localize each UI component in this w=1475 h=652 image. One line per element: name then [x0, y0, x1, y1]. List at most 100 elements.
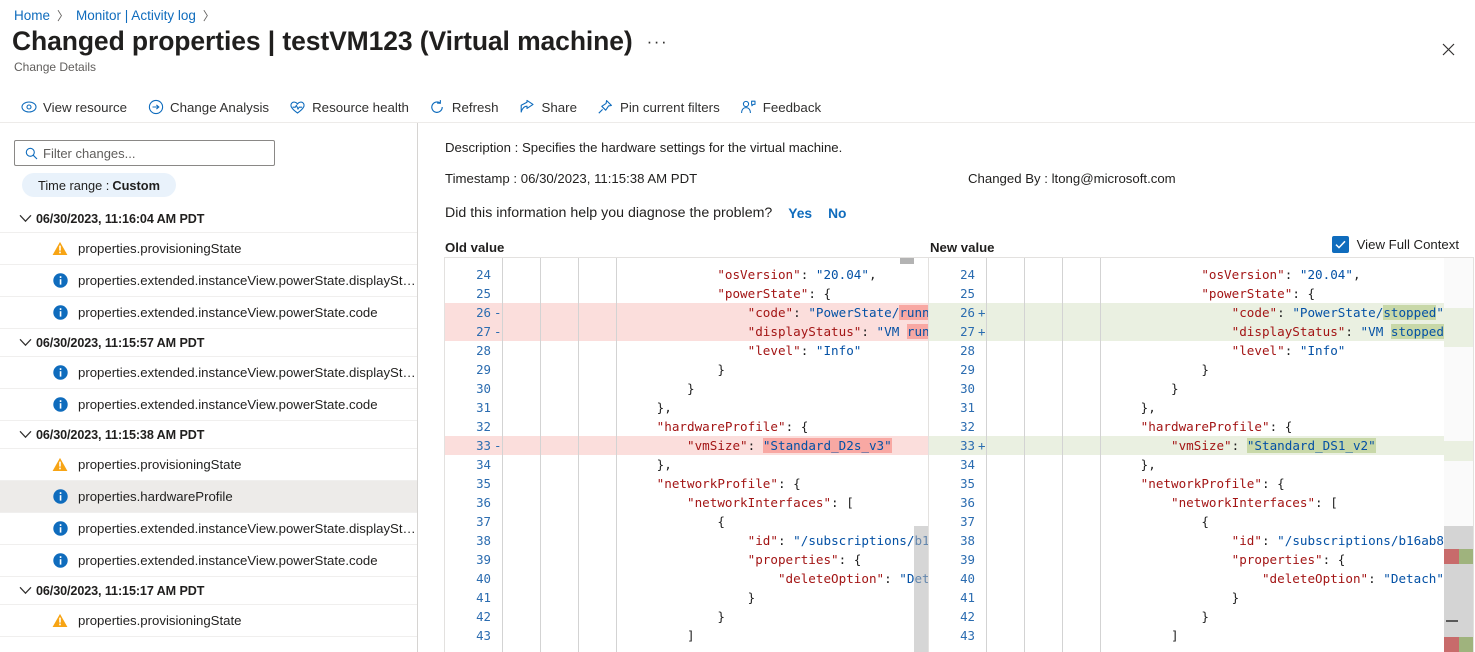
diff-line: 28 "level": "Info" — [929, 341, 1473, 360]
resource-health-icon — [289, 99, 306, 116]
time-range-filter-pill[interactable]: Time range :Custom — [22, 173, 176, 197]
diff-line-number: 30 — [960, 381, 975, 396]
change-list-item[interactable]: properties.extended.instanceView.powerSt… — [0, 545, 417, 577]
timestamp-label: Timestamp : — [445, 171, 518, 186]
changed-by-row: Changed By : ltong@microsoft.com — [968, 171, 1176, 186]
info-icon — [52, 273, 68, 289]
info-icon — [52, 553, 68, 568]
diff-change-marker: + — [978, 305, 986, 320]
diff-scrollbar-old[interactable] — [900, 258, 914, 652]
info-icon — [52, 521, 68, 537]
close-blade-button[interactable] — [1433, 34, 1463, 64]
diff-line: 34 }, — [929, 455, 1473, 474]
change-list-item-label: properties.extended.instanceView.powerSt… — [78, 553, 378, 568]
change-list-item[interactable]: properties.extended.instanceView.powerSt… — [0, 357, 417, 389]
diff-line-text: } — [686, 381, 695, 396]
info-icon — [52, 489, 68, 505]
breadcrumb-item-monitor-activity-log[interactable]: Monitor | Activity log — [76, 7, 196, 23]
breadcrumb-item-home[interactable]: Home — [14, 7, 51, 23]
diff-overview-ruler-old[interactable] — [914, 258, 928, 652]
change-list-item-label: properties.provisioningState — [78, 613, 242, 628]
filter-changes-field[interactable] — [14, 140, 275, 166]
chevron-down-icon — [19, 338, 31, 347]
chevron-down-icon[interactable] — [14, 586, 36, 595]
chevron-down-icon[interactable] — [14, 214, 36, 223]
feedback-yes-link[interactable]: Yes — [788, 205, 813, 221]
diff-change-marker: + — [978, 324, 986, 339]
diff-line-text: "properties": { — [1231, 552, 1346, 567]
command-feedback[interactable]: Feedback — [734, 93, 830, 121]
diff-line-number: 26 — [476, 305, 491, 320]
diff-line-number: 25 — [476, 286, 491, 301]
chevron-down-icon — [19, 586, 31, 595]
scrollbar-thumb[interactable] — [900, 258, 914, 264]
minimap-slider[interactable] — [1444, 526, 1473, 652]
change-list-item[interactable]: properties.provisioningState — [0, 449, 417, 481]
page-title-row: Changed properties | testVM123 (Virtual … — [12, 24, 668, 58]
change-list-item[interactable]: properties.extended.instanceView.powerSt… — [0, 265, 417, 297]
warning-icon — [52, 613, 68, 627]
command-change-analysis[interactable]: Change Analysis — [141, 93, 278, 121]
diff-line-text: "hardwareProfile": { — [656, 419, 809, 434]
diff-line-text: "networkProfile": { — [1140, 476, 1285, 491]
diff-line-number: 30 — [476, 381, 491, 396]
info-icon — [52, 553, 68, 569]
change-list-item[interactable]: properties.extended.instanceView.powerSt… — [0, 297, 417, 329]
diff-change-marker: + — [978, 438, 986, 453]
diff-line-text: "networkInterfaces": [ — [1170, 495, 1338, 510]
change-list-item[interactable]: properties.hardwareProfile — [0, 481, 417, 513]
command-pin-current-filters[interactable]: Pin current filters — [591, 93, 729, 121]
diff-line: 27- "displayStatus": "VM running", — [445, 322, 928, 341]
chevron-down-icon[interactable] — [14, 430, 36, 439]
breadcrumb: Home 〉 Monitor | Activity log 〉 — [14, 4, 222, 26]
diff-line: 39 "properties": { — [445, 550, 928, 569]
change-group-header[interactable]: 06/30/2023, 11:15:38 AM PDT — [0, 421, 417, 449]
diff-line: 26- "code": "PowerState/running", — [445, 303, 928, 322]
check-icon — [1335, 240, 1346, 249]
command-share[interactable]: Share — [512, 93, 585, 121]
chevron-down-icon — [19, 214, 31, 223]
diff-code-new: "dummy",24 "osVersion": "20.04",25 "powe… — [929, 258, 1473, 645]
change-list-item[interactable]: properties.provisioningState — [0, 605, 417, 637]
diff-line: 37 { — [445, 512, 928, 531]
diff-change-marker: - — [494, 438, 502, 453]
diff-line: 33+ "vmSize": "Standard_DS1_v2" — [929, 436, 1473, 455]
change-group-header[interactable]: 06/30/2023, 11:15:57 AM PDT — [0, 329, 417, 357]
overview-slider[interactable] — [914, 526, 928, 652]
info-icon — [52, 305, 68, 321]
change-group-timestamp: 06/30/2023, 11:15:57 AM PDT — [36, 335, 205, 350]
command-refresh[interactable]: Refresh — [423, 93, 508, 121]
diff-line-number: 24 — [960, 267, 975, 282]
diff-line-number: 28 — [960, 343, 975, 358]
warning-icon — [52, 457, 68, 473]
change-list-item[interactable]: properties.provisioningState — [0, 233, 417, 265]
change-list-item[interactable]: properties.extended.instanceView.powerSt… — [0, 513, 417, 545]
diff-line: 29 } — [445, 360, 928, 379]
diff-line-number: 31 — [960, 400, 975, 415]
diff-minimap[interactable] — [1444, 258, 1473, 652]
change-group-header[interactable]: 06/30/2023, 11:16:04 AM PDT — [0, 205, 417, 233]
more-options-icon[interactable]: ··· — [646, 32, 669, 51]
diff-line: 30 } — [929, 379, 1473, 398]
change-group-header[interactable]: 06/30/2023, 11:15:17 AM PDT — [0, 577, 417, 605]
feedback-no-link[interactable]: No — [828, 205, 847, 221]
diff-line-number: 40 — [960, 571, 975, 586]
diff-line-number: 35 — [960, 476, 975, 491]
diff-line: 33- "vmSize": "Standard_D2s_v3" — [445, 436, 928, 455]
diff-change-marker: - — [494, 305, 502, 320]
command-resource-health[interactable]: Resource health — [283, 93, 418, 121]
command-view-resource[interactable]: View resource — [14, 93, 136, 121]
change-list-item[interactable]: properties.extended.instanceView.powerSt… — [0, 389, 417, 421]
diff-line-partial: "dummy", — [929, 258, 1473, 265]
search-input[interactable] — [41, 145, 274, 161]
diff-pane-new[interactable]: "dummy",24 "osVersion": "20.04",25 "powe… — [929, 258, 1473, 652]
pane-divider[interactable] — [417, 123, 418, 652]
change-list-item-label: properties.extended.instanceView.powerSt… — [78, 521, 417, 536]
diff-change-marker: - — [494, 324, 502, 339]
time-range-label: Time range : — [38, 177, 110, 193]
chevron-down-icon[interactable] — [14, 338, 36, 347]
diff-line-number: 24 — [476, 267, 491, 282]
diff-pane-old[interactable]: "dummy",24 "osVersion": "20.04",25 "powe… — [445, 258, 928, 652]
diff-line-text: } — [717, 609, 725, 624]
view-full-context-checkbox[interactable]: View Full Context — [1331, 236, 1459, 253]
